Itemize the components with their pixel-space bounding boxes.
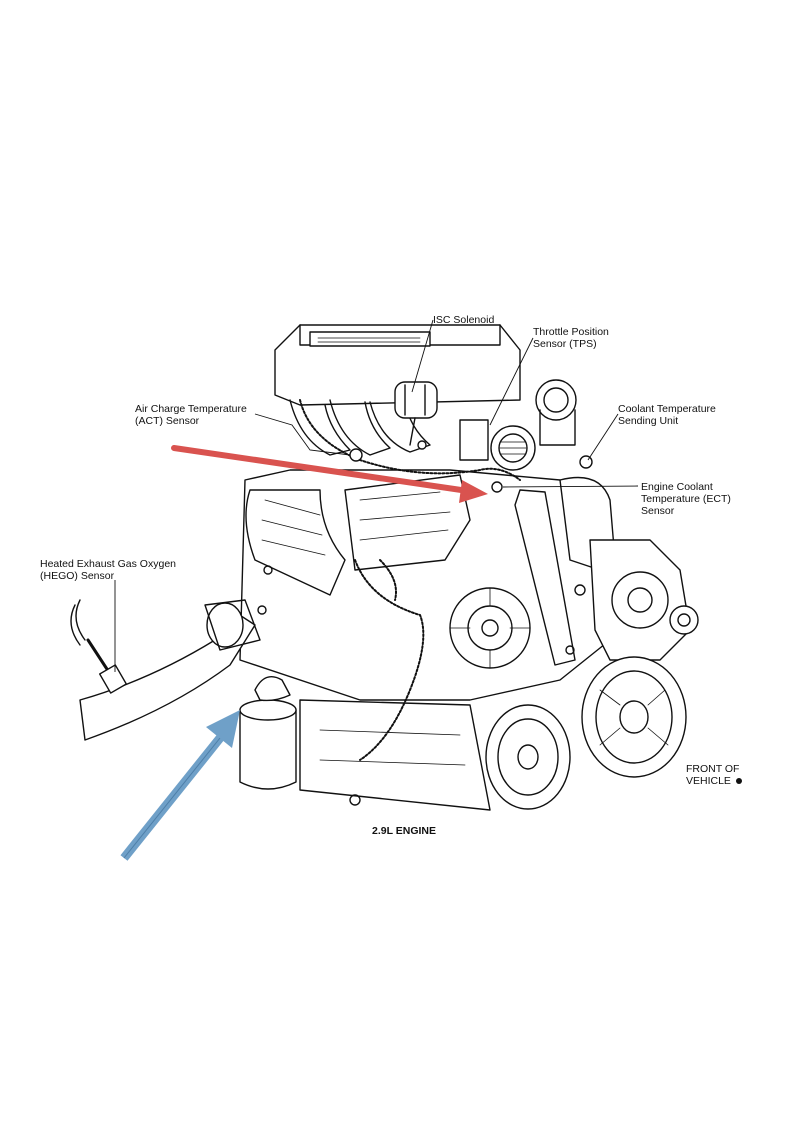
exhaust-pipe — [79, 599, 261, 741]
label-isc-solenoid: ISC Solenoid — [433, 314, 495, 326]
label-coolant-sending-unit: Coolant Temperature Sending Unit — [618, 403, 716, 427]
label-act: Air Charge Temperature (ACT) Sensor — [135, 403, 247, 427]
label-front-of-vehicle: FRONT OF VEHICLE — [686, 763, 740, 787]
hego-sensor — [70, 599, 127, 694]
blue-arrow — [120, 710, 240, 861]
front-indicator-dot — [736, 778, 742, 784]
alternator — [449, 587, 531, 669]
coolant-sending-unit — [579, 455, 593, 469]
oil-pan — [299, 699, 491, 811]
front-cover — [559, 476, 699, 661]
ect-sensor — [491, 481, 503, 493]
label-tps: Throttle Position Sensor (TPS) — [533, 326, 609, 350]
isc-solenoid — [394, 381, 438, 450]
water-pump-pulley — [581, 656, 687, 778]
label-ect: Engine Coolant Temperature (ECT) Sensor — [641, 481, 731, 517]
crank-pulley — [485, 704, 571, 810]
red-arrow — [171, 445, 488, 503]
wiring-harness — [299, 399, 521, 761]
label-hego: Heated Exhaust Gas Oxygen (HEGO) Sensor — [40, 558, 176, 582]
act-sensor — [349, 448, 363, 462]
throttle-body — [459, 419, 536, 471]
egr-valve — [535, 379, 577, 446]
oil-filter — [239, 676, 297, 790]
leader-lines — [114, 319, 639, 672]
engine-caption: 2.9L ENGINE — [372, 825, 436, 837]
upper-hose — [514, 489, 576, 666]
intake-plenum — [274, 324, 521, 406]
